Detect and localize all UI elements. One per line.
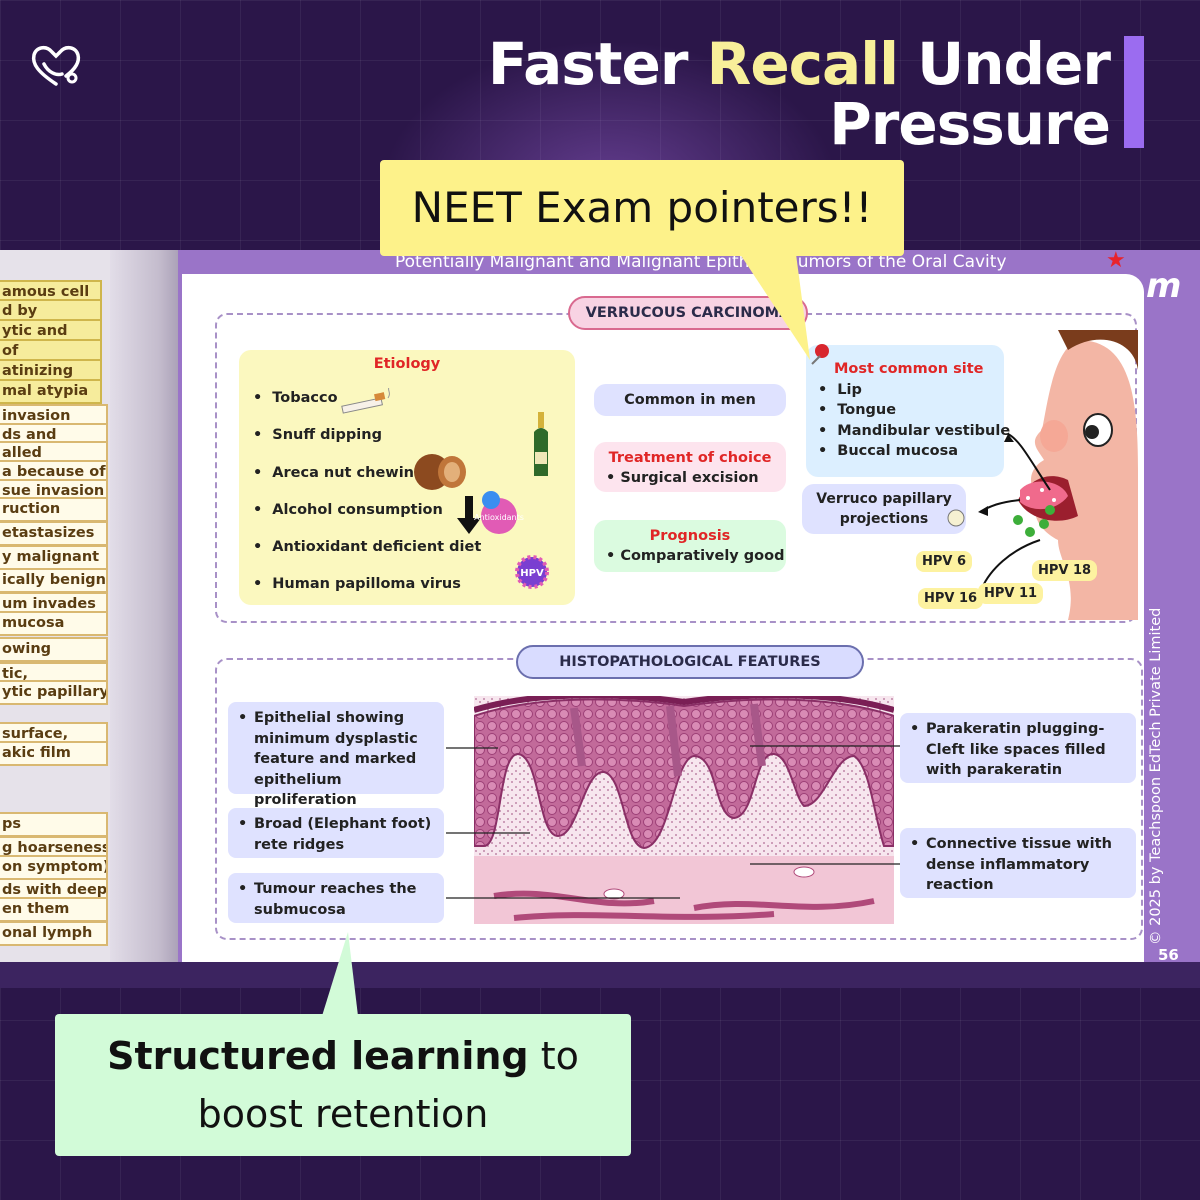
treatment-title: Treatment of choice (608, 450, 772, 466)
hpv-6-label: HPV 6 (916, 551, 973, 572)
callout-text: boost retention (197, 1092, 489, 1136)
list-item: Lip (818, 382, 1010, 402)
book-spine (110, 250, 180, 962)
list-item: Human papilloma virus (253, 576, 481, 613)
hpv-18-label: HPV 18 (1032, 560, 1098, 581)
face-illustration (1018, 330, 1138, 620)
callout-bottom-pointer (322, 932, 358, 1016)
left-page-fragment: ps (0, 812, 108, 837)
left-page-fragment: owing (0, 637, 108, 662)
page-brand-icon: m (1146, 266, 1182, 306)
left-page-fragment: ruction (0, 497, 108, 522)
headline-line2: Pressure (829, 90, 1111, 158)
list-item: Snuff dipping (253, 427, 481, 464)
brand-heart-stethoscope-icon (31, 46, 81, 86)
cigarette-icon (341, 388, 390, 414)
left-page-fragment: en them (0, 897, 108, 922)
arrows-and-virus-dots (947, 433, 1055, 589)
areca-nut-icon (414, 454, 466, 490)
bottle-icon (534, 412, 548, 476)
leader-lines (446, 745, 900, 899)
headline: Faster Recall Under Pressure (470, 34, 1111, 158)
left-page-fragment: mal atypia (0, 379, 102, 404)
hpv-16-label: HPV 16 (918, 588, 984, 609)
headline-accent-bar (1124, 36, 1144, 148)
prognosis-value: Comparatively good (594, 546, 786, 566)
antioxidants-label: Antioxidants (474, 513, 524, 522)
left-page-fragment: ytic papillary (0, 680, 108, 705)
most-common-site-box: Most common site Lip Tongue Mandibular v… (806, 345, 1010, 477)
etiology-list: Tobacco Snuff dipping Areca nut chewing … (253, 390, 481, 614)
callout-bold: Structured learning (107, 1034, 529, 1078)
left-page-fragment: ically benign (0, 568, 108, 593)
histo-title: HISTOPATHOLOGICAL FEATURES (516, 645, 864, 679)
structured-learning-callout: Structured learning to boost retention (55, 1014, 631, 1156)
copyright: © 2025 by Teachspoon EdTech Private Limi… (1148, 607, 1164, 945)
list-item: Tongue (818, 402, 1010, 422)
histo-note-rete-ridges: Broad (Elephant foot) rete ridges (228, 808, 444, 858)
left-page-fragment: onal lymph (0, 921, 108, 946)
histology-illustration (474, 696, 894, 924)
left-page-fragment: on symptom) (0, 855, 108, 880)
neet-pointers-callout: NEET Exam pointers!! (380, 160, 904, 256)
list-item: Tobacco (253, 390, 481, 427)
page-number: 56 (1158, 946, 1179, 964)
pushpin-icon (811, 344, 829, 365)
histo-note-submucosa: Tumour reaches the submucosa (228, 873, 444, 923)
hpv-virus-icon: HPV (515, 555, 549, 589)
common-in-men-chip: Common in men (594, 384, 786, 416)
projection-chip: Verruco papillary projections (802, 484, 966, 534)
list-item: Buccal mucosa (818, 443, 1010, 463)
headline-part: Under (897, 30, 1111, 98)
site-list: Lip Tongue Mandibular vestibule Buccal m… (818, 382, 1010, 464)
treatment-value: Surgical excision (594, 468, 786, 488)
prognosis-title: Prognosis (649, 528, 731, 544)
histo-note-parakeratin: Parakeratin plugging-Cleft like spaces f… (900, 713, 1136, 783)
list-item: Alcohol consumption (253, 502, 481, 539)
histo-note-epithelial: Epithelial showing minimum dysplastic fe… (228, 702, 444, 808)
star-icon: ★ (1106, 248, 1126, 273)
histo-note-connective-tissue: Connective tissue with dense inflammator… (900, 828, 1136, 898)
list-item: Areca nut chewing (253, 465, 481, 502)
headline-highlight: Recall (706, 30, 899, 98)
treatment-chip: Treatment of choice Surgical excision (594, 442, 786, 492)
site-title: Most common site (834, 361, 984, 377)
left-page-fragment: akic film (0, 741, 108, 766)
list-item: Antioxidant deficient diet (253, 539, 481, 576)
list-item: Mandibular vestibule (818, 423, 1010, 443)
callout-top-pointer (740, 254, 810, 360)
callout-text: to (528, 1034, 579, 1078)
left-page-fragment: y malignant (0, 545, 108, 570)
headline-part: Faster (487, 30, 707, 98)
antioxidant-down-icon: Antioxidants (457, 491, 524, 534)
left-page-fragment: etastasizes (0, 521, 108, 546)
hpv-virus-label: HPV (520, 568, 544, 579)
page-header: Potentially Malignant and Malignant Epit… (395, 252, 1007, 272)
etiology-title: Etiology (373, 356, 441, 372)
hpv-11-label: HPV 11 (978, 583, 1044, 604)
prognosis-chip: Prognosis Comparatively good (594, 520, 786, 572)
left-page-fragment: mucosa (0, 611, 108, 636)
verrucous-title: VERRUCOUS CARCINOMA (568, 296, 808, 330)
common-in-men: Common in men (624, 392, 756, 408)
